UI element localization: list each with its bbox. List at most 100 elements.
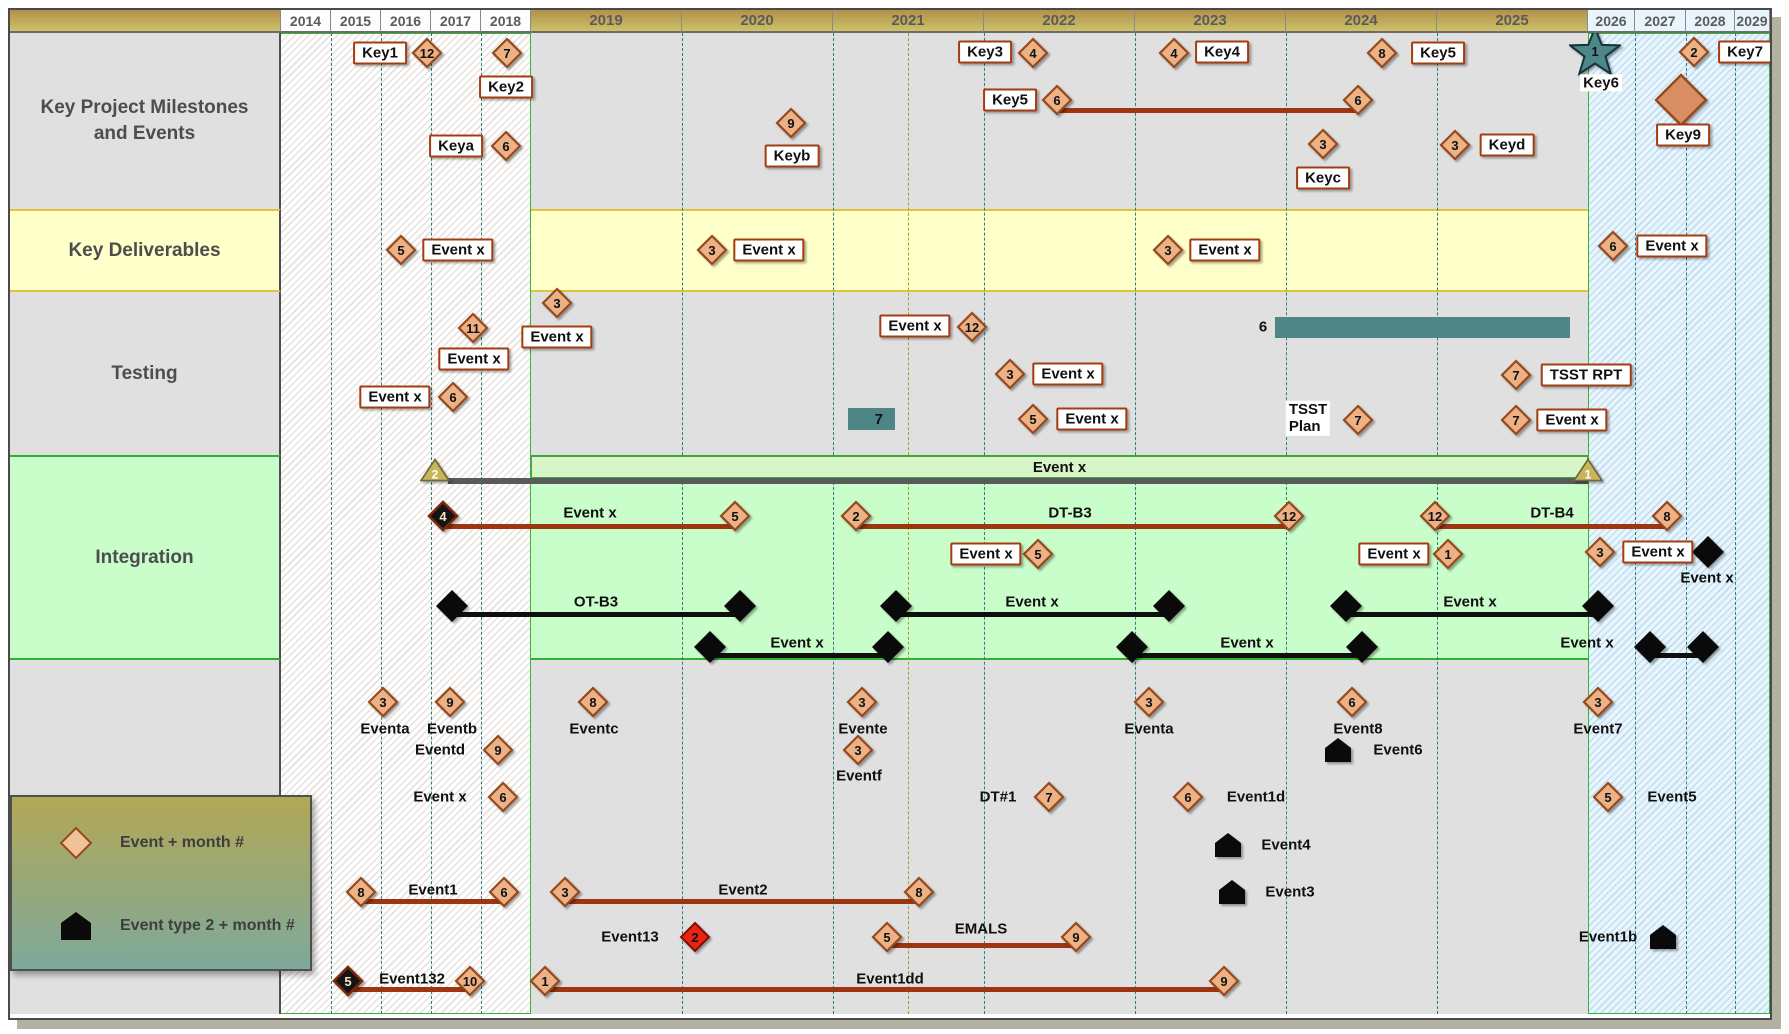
event-label-box[interactable]: Event x [1536,408,1608,432]
event-diamond-3[interactable]: 3 [1307,128,1339,160]
event-diamond-3[interactable]: 3 [696,234,728,266]
connector-line[interactable] [348,987,470,992]
event-diamond-black[interactable] [870,629,906,665]
event-label-box[interactable]: Event x [1189,238,1261,262]
event-label-box[interactable]: Key5 [1411,41,1465,65]
event-diamond-4[interactable]: 4 [1158,37,1190,69]
event-label-box[interactable]: Event x [359,385,431,409]
event-diamond-6[interactable]: 6 [1597,230,1629,262]
event-diamond-7[interactable]: 7 [491,37,523,69]
connector-line[interactable] [856,524,1289,529]
duration-bar[interactable] [1275,317,1570,338]
event-diamond-5[interactable]: 5 [719,500,751,532]
event-label-box[interactable]: Event x [950,542,1022,566]
event-diamond-3[interactable]: 3 [846,686,878,718]
event-label-box[interactable]: Key2 [479,75,533,99]
event-diamond-3[interactable]: 3 [541,287,573,319]
event-diamond-black[interactable] [1328,588,1364,624]
legend[interactable]: Event + month # Event type 2 + month # [10,795,312,971]
phase-bar[interactable]: Event x [531,456,1588,478]
connector-line[interactable] [565,899,919,904]
event-label-box[interactable]: Key1 [353,41,407,65]
event-label-box[interactable]: Keyc [1296,166,1350,190]
connector-line[interactable] [1132,653,1362,658]
phase-triangle-1[interactable]: 1 [1573,458,1603,483]
event-pentagon[interactable] [1648,923,1678,951]
event-diamond-3[interactable]: 3 [1584,536,1616,568]
event-diamond-3[interactable]: 3 [1439,129,1471,161]
event-diamond-1[interactable]: 1 [529,965,561,997]
event-diamond-9[interactable]: 9 [1060,921,1092,953]
event-diamond-3[interactable]: 3 [549,876,581,908]
event-diamond-7[interactable]: 7 [1033,781,1065,813]
connector-line[interactable] [710,653,888,658]
event-diamond-10[interactable]: 10 [454,965,486,997]
event-diamond-8[interactable]: 8 [903,876,935,908]
event-diamond-black[interactable] [434,588,470,624]
connector-line[interactable] [443,524,735,529]
event-label-box[interactable]: Event x [1636,234,1708,258]
event-diamond-1[interactable]: 1 [1432,538,1464,570]
connector-line[interactable] [887,943,1076,948]
event-diamond-9[interactable]: 9 [775,107,807,139]
event-label-box[interactable]: Event x [1358,542,1430,566]
event-label-box[interactable]: Event x [1622,540,1694,564]
event-diamond-12[interactable]: 12 [1273,500,1305,532]
event-diamond-8[interactable]: 8 [345,876,377,908]
event-diamond-11[interactable]: 11 [457,312,489,344]
event-diamond-6[interactable]: 6 [1342,84,1374,116]
event-diamond-black[interactable] [1632,629,1668,665]
event-diamond-6[interactable]: 6 [1336,686,1368,718]
event-diamond-12[interactable]: 12 [956,311,988,343]
event-diamond-black[interactable] [1344,629,1380,665]
event-pentagon[interactable] [1213,831,1243,859]
event-diamond-5[interactable]: 5 [1592,781,1624,813]
event-diamond-9[interactable]: 9 [434,686,466,718]
event-pentagon[interactable] [1323,736,1353,764]
event-diamond-5[interactable]: 5 [871,921,903,953]
event-diamond-9[interactable]: 9 [482,734,514,766]
event-diamond-black[interactable] [1580,588,1616,624]
event-label-box[interactable]: Event x [733,238,805,262]
connector-line[interactable] [545,987,1224,992]
event-diamond-7[interactable]: 7 [1342,404,1374,436]
event-diamond-8[interactable]: 8 [1366,37,1398,69]
connector-line[interactable] [1435,524,1667,529]
connector-line[interactable] [1650,653,1703,658]
connector-line[interactable] [361,899,504,904]
event-diamond-3[interactable]: 3 [1133,686,1165,718]
event-diamond-3[interactable]: 3 [842,734,874,766]
event-diamond-black[interactable] [1685,629,1721,665]
event-label-box[interactable]: Key7 [1718,40,1772,64]
event-diamond-6[interactable]: 6 [490,130,522,162]
connector-line[interactable] [1346,612,1598,617]
event-diamond-black[interactable] [722,588,758,624]
event-diamond-7[interactable]: 7 [1500,359,1532,391]
event-diamond-3[interactable]: 3 [1152,234,1184,266]
key-star-1[interactable]: 1 [1569,26,1621,78]
event-diamond-2[interactable]: 2 [1678,36,1710,68]
event-diamond-black[interactable] [1114,629,1150,665]
event-label-box[interactable]: Keyb [764,144,820,168]
key-diamond-large[interactable] [1653,72,1709,128]
event-diamond-6[interactable]: 6 [437,381,469,413]
event-diamond-6[interactable]: 6 [487,781,519,813]
event-diamond-9[interactable]: 9 [1208,965,1240,997]
event-diamond-12[interactable]: 12 [1419,500,1451,532]
event-label-box[interactable]: Event x [521,325,593,349]
event-diamond-black[interactable] [878,588,914,624]
event-diamond-6[interactable]: 6 [1041,84,1073,116]
connector-line[interactable] [1057,108,1358,113]
event-diamond-5[interactable]: 5 [385,234,417,266]
event-pentagon[interactable] [1217,878,1247,906]
event-diamond-8[interactable]: 8 [577,686,609,718]
connector-line[interactable] [448,478,1588,484]
event-diamond-dark-4[interactable]: 4 [427,500,459,532]
duration-bar[interactable]: 7 [848,408,895,430]
event-diamond-6[interactable]: 6 [1172,781,1204,813]
event-label-box[interactable]: Keya [429,134,483,158]
event-label-box[interactable]: Event x [879,314,951,338]
event-diamond-6[interactable]: 6 [488,876,520,908]
event-label-box[interactable]: Key3 [958,40,1012,64]
event-label-box[interactable]: TSST RPT [1540,363,1632,387]
